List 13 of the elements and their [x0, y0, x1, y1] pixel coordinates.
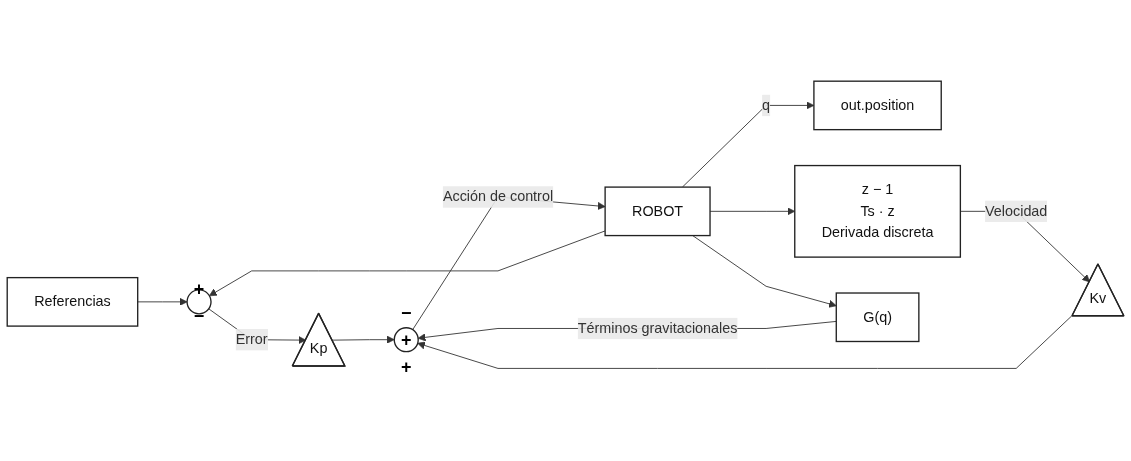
node-box: G(q) [835, 292, 920, 343]
edge-label: q [762, 97, 771, 113]
node-box: out.position [813, 80, 942, 131]
edge-label: Velocidad [985, 203, 1048, 219]
node-circle: + [393, 326, 419, 353]
edge-label: Acción de control [442, 188, 554, 205]
node-box: z − 1 Ts · z Derivada discreta [794, 164, 962, 258]
edge-label: Términos gravitacionales [577, 320, 738, 336]
node-label: + [400, 356, 412, 377]
edge-label: Error [235, 331, 268, 347]
node-box: Referencias [6, 276, 139, 327]
node-label: − [400, 302, 412, 323]
node-box: ROBOT [604, 186, 711, 237]
